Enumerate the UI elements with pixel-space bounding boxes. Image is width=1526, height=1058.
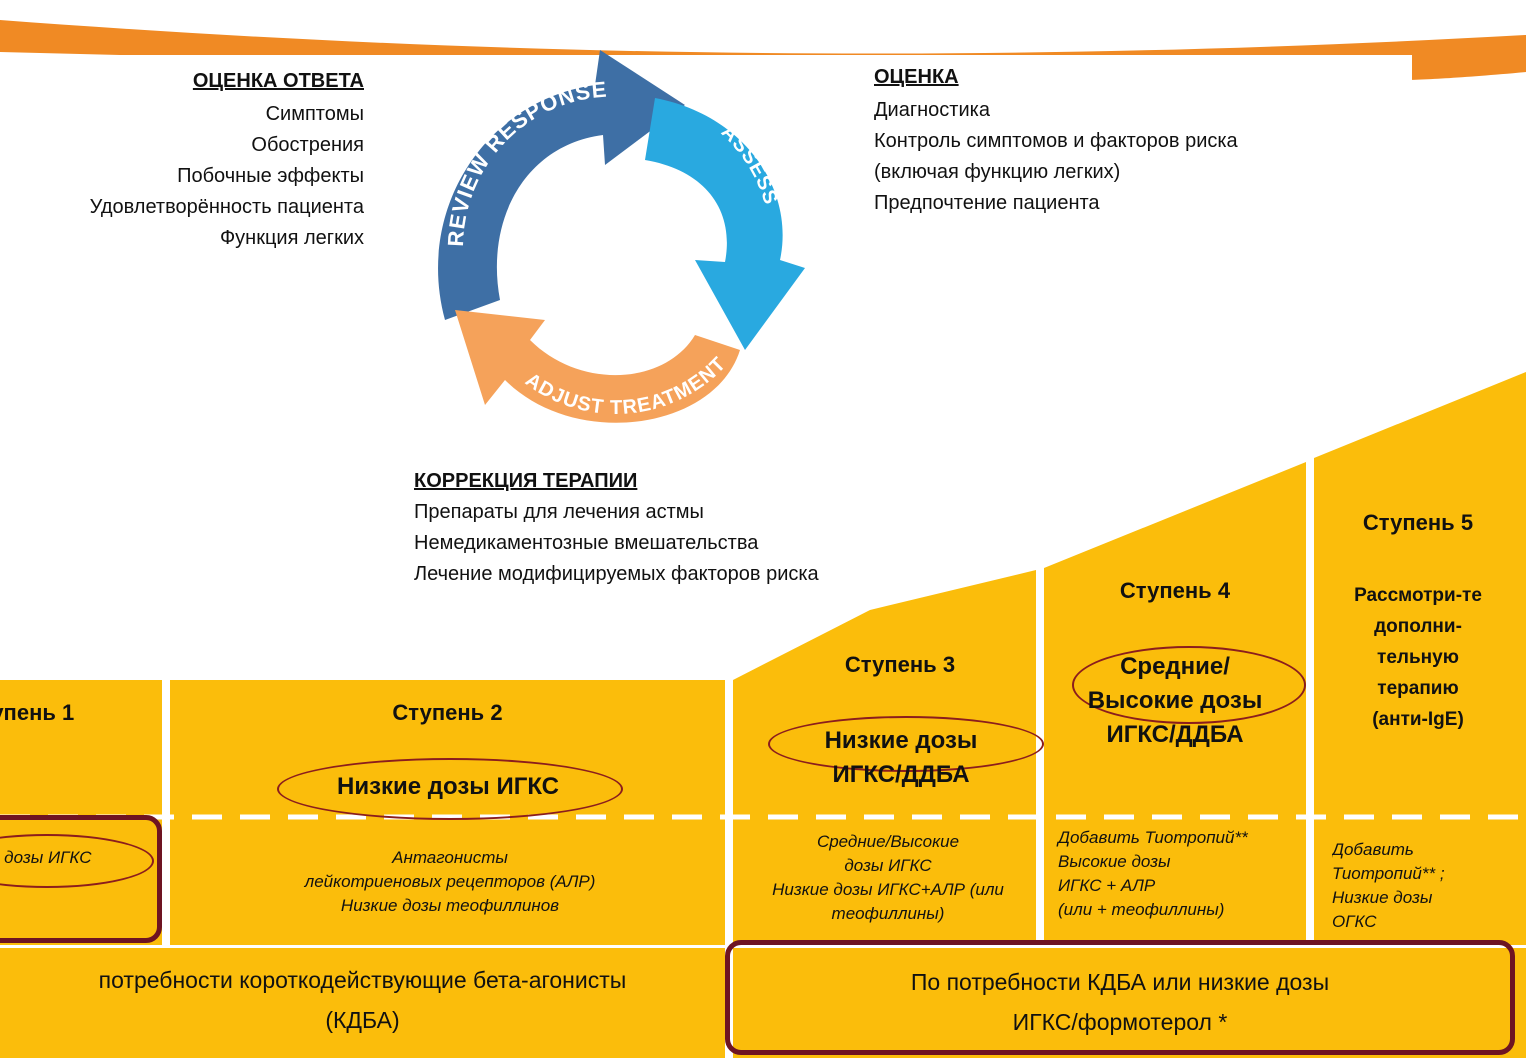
reliever-left: потребности короткодействующие бета-агон… [0,960,725,1040]
step-5-other-line: Тиотропий** ; [1332,864,1445,883]
review-item: Симптомы [265,103,364,125]
step-2-other: Антагонисты лейкотриеновых рецепторов (А… [190,846,710,918]
review-panel-bg [0,55,385,285]
review-arrow [438,50,685,320]
step-3-other-line: Низкие дозы ИГКС+АЛР (или [772,880,1004,899]
step-2-preferred: Низкие дозы ИГКС [337,773,559,800]
step-5-preferred-line: Рассмотри-те [1354,585,1482,606]
step-4-ellipse [1072,646,1306,724]
step-2-ellipse [277,758,623,820]
adjust-heading: КОРРЕКЦИЯ ТЕРАПИИ [414,470,638,492]
assess-item: Контроль симптомов и факторов риска [874,130,1238,152]
step-5-preferred-line: дополни- [1374,616,1462,637]
step-5-preferred-line: (анти-IgE) [1372,709,1464,730]
step-4-preferred-line: ИГКС/ДДБА [1106,721,1244,748]
step-3-preferred-line: Низкие дозы [824,727,978,754]
step-1-highlight-box [0,815,162,943]
adjust-item: Лечение модифицируемых факторов риска [414,563,819,585]
reliever-right-line: ИГКС/формотерол * [1012,1009,1228,1035]
adjust-arrow [455,310,740,423]
reliever-left-line: потребности короткодействующие бета-агон… [98,967,627,993]
step-4-other-line: (или + теофиллины) [1058,900,1225,919]
adjust-item: Немедикаментозные вмешательства [414,532,759,554]
step-3-other-line: Средние/Высокие [816,832,960,851]
assess-panel-bg [860,55,1412,245]
step-4-other: Добавить Тиотропий** Высокие дозы ИГКС +… [1058,826,1308,922]
step-4-other-line: ИГКС + АЛР [1058,876,1156,895]
step-4-preferred: Средние/ Высокие дозы ИГКС/ДДБА [1050,650,1300,752]
adjust-item: Препараты для лечения астмы [414,501,704,523]
step-4-preferred-line: Высокие дозы [1087,687,1263,714]
assess-block: ОЦЕНКА Диагностика Контроль симптомов и … [874,66,1238,219]
step-3-title: Ступень 3 [844,652,956,677]
reliever-right: По потребности КДБА или низкие дозы ИГКС… [740,962,1500,1042]
step-1-title: тупень 1 [0,700,75,725]
orange-band [0,20,1526,80]
step-5-other-line: ОГКС [1332,912,1377,931]
review-response-block: ОЦЕНКА ОТВЕТА Симптомы Обострения Побочн… [90,70,364,254]
review-item: Побочные эффекты [177,165,364,187]
assess-arrow [645,98,805,350]
reliever-right-line: По потребности КДБА или низкие дозы [910,969,1330,995]
reliever-right-highlight-box [725,940,1515,1055]
adjust-block: КОРРЕКЦИЯ ТЕРАПИИ Препараты для лечения … [414,470,819,590]
step-2-title: Ступень 2 [392,700,503,725]
assess-item: (включая функцию легких) [874,161,1121,183]
treatment-cycle-diagram: REVIEW RESPONSE ASSESS ADJUST TREATMENT [438,50,805,423]
step-3-preferred: Низкие дозы ИГКС/ДДБА [766,724,1036,792]
step-3-other-line: дозы ИГКС [844,856,932,875]
step-5-preferred: Рассмотри-те дополни- тельную терапию (а… [1318,580,1518,735]
step-4-other-line: Добавить Тиотропий** [1058,828,1248,847]
step-5-preferred-line: тельную [1377,647,1459,668]
step-5-other-line: Добавить [1332,840,1414,859]
step-2-other-line: Антагонисты [392,848,508,867]
step-2-other-line: лейкотриеновых рецепторов (АЛР) [304,872,596,891]
step-4-preferred-line: Средние/ [1120,653,1230,680]
assess-item: Предпочтение пациента [874,192,1100,214]
review-item: Удовлетворённость пациента [89,196,364,218]
step-2-other-line: Низкие дозы теофиллинов [340,896,560,915]
step-3-other-line: теофиллины) [831,904,945,923]
step-4-title: Ступень 4 [1119,578,1231,603]
reliever-left-line: (КДБА) [325,1007,400,1033]
step-3-ellipse [768,716,1044,772]
step-5-title: Ступень 5 [1362,510,1474,535]
assess-item: Диагностика [874,99,990,121]
step-4-other-line: Высокие дозы [1058,852,1171,871]
assess-heading: ОЦЕНКА [874,66,959,88]
step-3-other: Средние/Высокие дозы ИГКС Низкие дозы ИГ… [738,830,1038,926]
review-item: Функция легких [219,227,364,249]
review-heading: ОЦЕНКА ОТВЕТА [192,70,364,92]
step-5-preferred-line: терапию [1377,678,1459,699]
step-5-other-line: Низкие дозы [1332,888,1433,907]
step-3-preferred-line: ИГКС/ДДБА [832,761,970,788]
step-1-other: е дозы ИГКС [0,848,92,867]
review-item: Обострения [251,134,364,156]
step-5-other: Добавить Тиотропий** ; Низкие дозы ОГКС [1332,838,1522,938]
